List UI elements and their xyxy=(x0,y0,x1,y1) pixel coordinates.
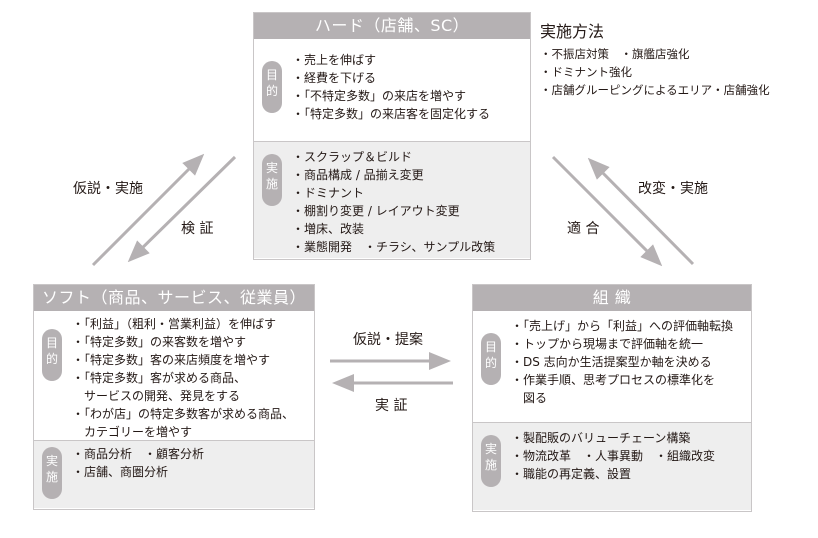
purpose-badge-char: 目 xyxy=(45,336,58,350)
purpose-badge-char: 的 xyxy=(45,352,58,366)
impl-badge-char: 施 xyxy=(484,458,497,472)
list-item: ・増床、改装 xyxy=(292,222,365,236)
arrow-hard-to-soft xyxy=(127,155,237,263)
list-item: カテゴリーを増やす xyxy=(72,425,193,439)
list-item: ・商品分析 ・顧客分析 xyxy=(72,447,205,461)
method-block: 実施方法 ・不振店対策 ・旗艦店強化 ・ドミナント強化 ・店舗グルーピングによる… xyxy=(540,18,770,99)
list-item: ・「特定多数」の来客数を増やす xyxy=(72,335,247,349)
arrow-hard-to-org xyxy=(551,155,663,267)
method-item: ・店舗グルーピングによるエリア・店舗強化 xyxy=(540,83,770,97)
impl-badge: 実 施 xyxy=(42,447,62,499)
impl-badge-char: 実 xyxy=(45,454,58,468)
list-item: ・DS 志向か生活提案型か軸を決める xyxy=(511,355,712,369)
impl-badge: 実 施 xyxy=(262,154,282,206)
label-demonstrate: 実 証 xyxy=(375,398,408,414)
purpose-badge-char: 的 xyxy=(265,84,278,98)
list-item: ・経費を下げる xyxy=(292,71,377,85)
org-purpose-section: 目 的 ・「売上げ」から「利益」への評価軸転換 ・トップから現場まで評価軸を統一… xyxy=(473,311,751,423)
list-item: ・棚割り変更 / レイアウト変更 xyxy=(292,204,460,218)
list-item: ・トップから現場まで評価軸を統一 xyxy=(511,337,704,351)
list-item: ・製配販のバリューチェーン構築 xyxy=(511,431,691,445)
purpose-badge-char: 目 xyxy=(484,340,497,354)
org-impl-list: ・製配販のバリューチェーン構築 ・物流改革 ・人事異動 ・組織改変 ・職能の再定… xyxy=(511,429,715,483)
list-item: ・「特定多数」客が求める商品、 xyxy=(72,371,247,385)
impl-badge: 実 施 xyxy=(481,435,501,487)
purpose-badge: 目 的 xyxy=(481,333,501,385)
list-item: ・店舗、商圏分析 xyxy=(72,465,169,479)
method-item: ・不振店対策 ・旗艦店強化 xyxy=(540,47,690,61)
label-hypothesis-proposal: 仮説・提案 xyxy=(353,332,423,348)
org-purpose-list: ・「売上げ」から「利益」への評価軸転換 ・トップから現場まで評価軸を統一 ・DS… xyxy=(511,317,733,407)
impl-badge-char: 施 xyxy=(45,470,58,484)
arrow-soft-to-hard xyxy=(91,153,205,267)
list-item: ・ドミナント xyxy=(292,186,365,200)
org-impl-section: 実 施 ・製配販のバリューチェーン構築 ・物流改革 ・人事異動 ・組織改変 ・職… xyxy=(473,423,751,510)
label-adapt: 適 合 xyxy=(567,221,600,237)
list-item: 図る xyxy=(511,391,548,405)
hard-impl-list: ・スクラップ＆ビルド ・商品構成 / 品揃え変更 ・ドミナント ・棚割り変更 /… xyxy=(292,148,495,256)
method-title: 実施方法 xyxy=(540,22,605,41)
soft-purpose-list: ・「利益」（粗利・営業利益）を伸ばす ・「特定多数」の来客数を増やす ・「特定多… xyxy=(72,315,294,441)
label-modify-implement: 改変・実施 xyxy=(638,181,708,197)
impl-badge-char: 実 xyxy=(265,161,278,175)
org-title: 組 織 xyxy=(473,285,751,311)
list-item: ・「売上げ」から「利益」への評価軸転換 xyxy=(511,319,734,333)
method-item: ・ドミナント強化 xyxy=(540,65,632,79)
purpose-badge: 目 的 xyxy=(262,61,282,113)
impl-badge-char: 実 xyxy=(484,442,497,456)
list-item: ・「不特定多数」の来店を増やす xyxy=(292,89,467,103)
list-item: ・職能の再定義、設置 xyxy=(511,467,632,481)
list-item: ・物流改革 ・人事異動 ・組織改変 xyxy=(511,449,716,463)
list-item: ・「利益」（粗利・営業利益）を伸ばす xyxy=(72,317,277,331)
list-item: ・作業手順、思考プロセスの標準化を xyxy=(511,373,716,387)
purpose-badge: 目 的 xyxy=(42,329,62,381)
list-item: ・「特定多数」の来店客を固定化する xyxy=(292,107,491,121)
list-item: ・商品構成 / 品揃え変更 xyxy=(292,168,424,182)
list-item: ・売上を伸ばす xyxy=(292,53,377,67)
label-verify: 検 証 xyxy=(181,221,214,237)
purpose-badge-char: 的 xyxy=(484,356,497,370)
list-item: ・スクラップ＆ビルド xyxy=(292,150,413,164)
hard-purpose-list: ・売上を伸ばす ・経費を下げる ・「不特定多数」の来店を増やす ・「特定多数」の… xyxy=(292,51,490,123)
hard-purpose-section: 目 的 ・売上を伸ばす ・経費を下げる ・「不特定多数」の来店を増やす ・「特定… xyxy=(254,39,530,142)
soft-impl-section: 実 施 ・商品分析 ・顧客分析 ・店舗、商圏分析 xyxy=(34,441,314,508)
hard-title: ハード（店舗、SC） xyxy=(254,13,530,39)
hard-box: ハード（店舗、SC） 目 的 ・売上を伸ばす ・経費を下げる ・「不特定多数」の… xyxy=(253,12,531,260)
soft-title: ソフト（商品、サービス、従業員） xyxy=(34,285,314,311)
org-box: 組 織 目 的 ・「売上げ」から「利益」への評価軸転換 ・トップから現場まで評価… xyxy=(472,284,752,512)
arrow-org-to-hard xyxy=(587,157,695,266)
soft-box: ソフト（商品、サービス、従業員） 目 的 ・「利益」（粗利・営業利益）を伸ばす … xyxy=(33,284,315,510)
list-item: ・業態開発 ・チラシ、サンプル改策 xyxy=(292,240,496,254)
hard-impl-section: 実 施 ・スクラップ＆ビルド ・商品構成 / 品揃え変更 ・ドミナント ・棚割り… xyxy=(254,142,530,258)
soft-impl-list: ・商品分析 ・顧客分析 ・店舗、商圏分析 xyxy=(72,445,204,481)
list-item: ・「わが店」の特定多数客が求める商品、 xyxy=(72,407,295,421)
list-item: ・「特定多数」客の来店頻度を増やす xyxy=(72,353,271,367)
list-item: サービスの開発、発見をする xyxy=(72,389,241,403)
soft-purpose-section: 目 的 ・「利益」（粗利・営業利益）を伸ばす ・「特定多数」の来客数を増やす ・… xyxy=(34,311,314,441)
purpose-badge-char: 目 xyxy=(265,68,278,82)
impl-badge-char: 施 xyxy=(265,177,278,191)
label-hypothesis-implement: 仮説・実施 xyxy=(73,181,143,197)
